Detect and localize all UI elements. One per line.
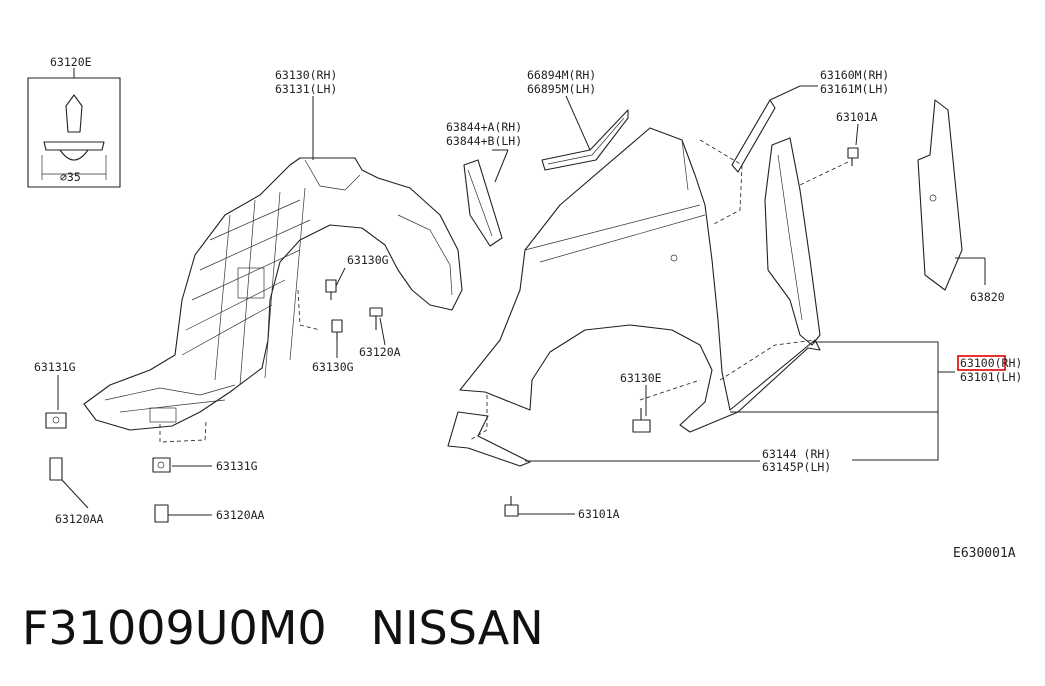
- fender-liner: [83, 157, 463, 443]
- seal-66894m: [541, 109, 629, 171]
- label-63131g-left: 63131G: [34, 360, 76, 374]
- label-63101a-top: 63101A: [836, 110, 878, 124]
- clip-63120e-inset: [27, 68, 121, 188]
- label-63844a-rh: 63844+A(RH): [446, 120, 522, 134]
- diagram-code: E630001A: [953, 546, 1016, 560]
- label-63131-lh: 63131(LH): [275, 82, 337, 96]
- label-63144-rh: 63144 (RH): [762, 447, 831, 461]
- parts-diagram: 63120E ⌀35 63130(RH) 63131(LH) 63844+A(R…: [27, 55, 1022, 560]
- insulator-63820: [917, 99, 963, 291]
- label-63130g-lower: 63130G: [312, 360, 354, 374]
- fender-leader-bracket: [730, 341, 955, 461]
- label-63161m-lh: 63161M(LH): [820, 82, 889, 96]
- part-number: F31009U0M0: [22, 601, 327, 655]
- label-63130-rh: 63130(RH): [275, 68, 337, 82]
- label-66894m-rh: 66894M(RH): [527, 68, 596, 82]
- label-63131g-center: 63131G: [216, 459, 258, 473]
- footer-caption: F31009U0M0 NISSAN: [22, 596, 1022, 660]
- label-63844b-lh: 63844+B(LH): [446, 134, 522, 148]
- label-63120aa-center: 63120AA: [216, 508, 265, 522]
- highlight-box-63100: [957, 355, 1006, 371]
- clip-63101a-bottom: [504, 496, 519, 517]
- clip-63101a-top: [847, 147, 859, 166]
- label-63100-rh: 63100(RH): [960, 356, 1022, 370]
- label-66895m-lh: 66895M(LH): [527, 82, 596, 96]
- clip-63130g: [325, 279, 343, 340]
- label-dia35: ⌀35: [60, 170, 81, 184]
- clip-63130e: [632, 408, 651, 433]
- label-63101a-bottom: 63101A: [578, 507, 620, 521]
- brand-name: NISSAN: [370, 601, 544, 655]
- molding-63160m: [731, 99, 776, 173]
- bracket-63144: [447, 411, 531, 467]
- label-63160m-rh: 63160M(RH): [820, 68, 889, 82]
- label-63145p-lh: 63145P(LH): [762, 460, 831, 474]
- label-63101-lh: 63101(LH): [960, 370, 1022, 384]
- nut-63131g: [45, 412, 171, 473]
- screw-63120a: [369, 307, 383, 330]
- label-63120aa-left: 63120AA: [55, 512, 104, 526]
- front-fender: [459, 127, 821, 441]
- fender-rear-bracket: [764, 137, 821, 346]
- label-63120a: 63120A: [359, 345, 401, 359]
- label-63130g-upper: 63130G: [347, 253, 389, 267]
- label-63120e: 63120E: [50, 55, 92, 69]
- bracket-63844: [463, 159, 503, 247]
- label-63820: 63820: [970, 290, 1005, 304]
- label-63130e: 63130E: [620, 371, 662, 385]
